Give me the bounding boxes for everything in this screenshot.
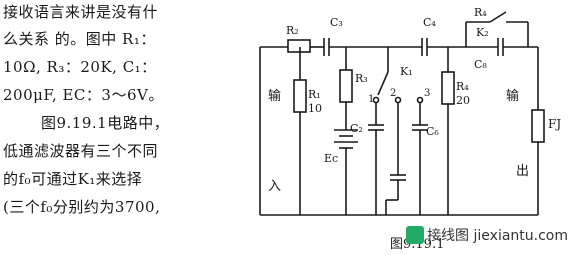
c2-label: C₂ (350, 122, 363, 135)
r1-label: R₁ (308, 88, 321, 101)
fj-label: FJ (548, 117, 561, 131)
r4-value: 20 (456, 94, 470, 107)
switch-pos-3: 3 (424, 88, 430, 99)
cc-label: C₆ (426, 125, 439, 138)
text-line: 200μF, EC：3～6V。 (3, 86, 164, 104)
cs-label: C₈ (474, 58, 487, 71)
switch-pos-2: 2 (390, 88, 396, 99)
text-line: 的f₀可通过K₁来选择 (3, 170, 143, 188)
input-label-2: 入 (268, 179, 281, 194)
site-logo: 接线图 jiexiantu.com (406, 225, 568, 245)
r4-label: R₄ (456, 80, 469, 93)
text-line: 10Ω, R₃：20K, C₁： (3, 58, 157, 76)
figure-caption: 图9.19.1 (390, 237, 444, 251)
circuit-diagram: 输 入 R₂ C₃ C₄ R₄ K₂ C₈ R₁ 10 R₃ Ec K₁ 1 2… (238, 0, 574, 252)
logo-text: 接线图 jiexiantu.com (427, 228, 568, 244)
r2-label: R₂ (286, 24, 299, 37)
r4-top-label: R₄ (474, 6, 487, 19)
text-line: 接收语言来讲是没有什 (3, 3, 159, 21)
c3-label: C₃ (330, 16, 343, 29)
text-line: 低通滤波器有三个不同 (3, 142, 159, 160)
r1-value: 10 (308, 102, 322, 115)
k1-label: K₁ (400, 65, 413, 78)
output-label-2: 出 (516, 164, 529, 179)
text-line: 么关系 的。图中 R₁： (3, 30, 156, 48)
c4-label: C₄ (423, 16, 436, 29)
circuit-svg: 输 入 R₂ C₃ C₄ R₄ K₂ C₈ R₁ 10 R₃ Ec K₁ 1 2… (259, 6, 561, 252)
k2-label: K₂ (476, 26, 489, 39)
text-line: 图9.19.1电路中， (41, 114, 170, 132)
text-line: (三个f₀分别约为3700, (3, 198, 161, 216)
input-label: 输 (268, 88, 281, 104)
logo-icon (406, 226, 425, 244)
output-label: 输 (506, 88, 519, 104)
ec-label: Ec (324, 152, 338, 165)
switch-pos-1: 1 (368, 94, 374, 105)
r3-label: R₃ (355, 72, 368, 85)
